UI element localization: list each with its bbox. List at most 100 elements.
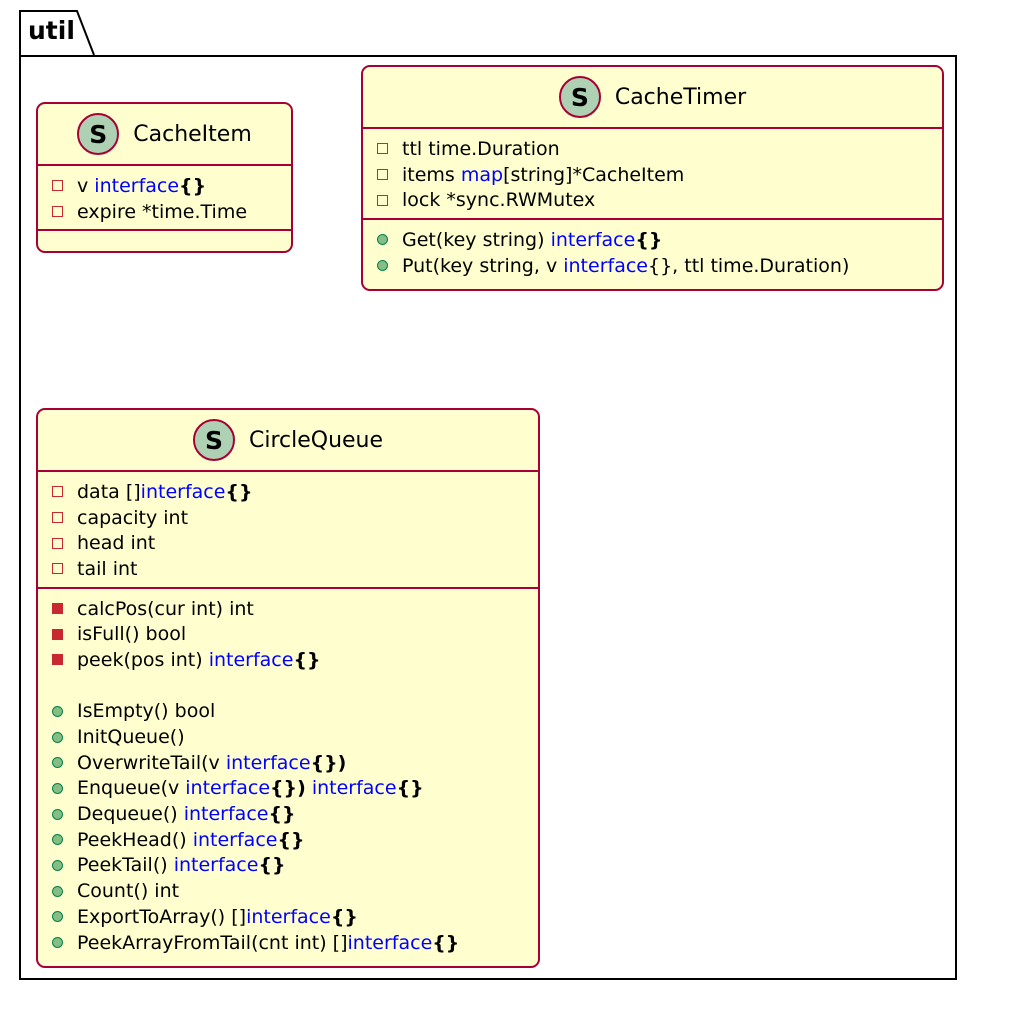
member-text: Enqueue(v bbox=[77, 777, 186, 800]
member-text: {} bbox=[277, 828, 305, 851]
member-text: {} bbox=[330, 905, 358, 928]
member-text: PeekTail() bbox=[77, 854, 174, 877]
member-text: items bbox=[402, 163, 461, 186]
methods-section bbox=[38, 231, 291, 243]
method-row: isFull() bool bbox=[52, 621, 538, 647]
member-text: calcPos(cur int) int bbox=[77, 597, 254, 620]
member-text: Count() int bbox=[77, 880, 180, 903]
field-row: tail int bbox=[52, 556, 538, 582]
keyword-text: interface bbox=[192, 828, 278, 851]
private-method-icon bbox=[52, 628, 63, 640]
class-circlequeue[interactable]: S CircleQueue data []interface{}capacity… bbox=[36, 408, 540, 968]
member-text: {} bbox=[225, 480, 253, 503]
package-frame bbox=[19, 55, 957, 980]
private-field-icon bbox=[377, 143, 388, 155]
member-text: OverwriteTail(v bbox=[77, 751, 226, 774]
member-text: head int bbox=[77, 532, 156, 555]
field-row: lock *sync.RWMutex bbox=[377, 187, 942, 213]
private-field-icon bbox=[52, 512, 63, 524]
package-name: util bbox=[28, 16, 75, 45]
member-text: lock *sync.RWMutex bbox=[402, 189, 596, 212]
stereotype-circle: S bbox=[558, 76, 601, 118]
member-text: peek(pos int) bbox=[77, 648, 209, 671]
keyword-text: interface bbox=[246, 905, 331, 928]
member-text: data [] bbox=[77, 480, 141, 503]
member-text: ttl time.Duration bbox=[402, 137, 560, 160]
member-text: capacity int bbox=[77, 506, 189, 529]
member-text: isFull() bool bbox=[77, 623, 187, 646]
member-text: [string]*CacheItem bbox=[503, 163, 685, 186]
member-text: Get(key string) bbox=[402, 228, 551, 251]
private-field-icon bbox=[52, 563, 63, 575]
private-method-icon bbox=[52, 654, 63, 666]
member-text: {}) bbox=[270, 777, 306, 800]
method-row: Get(key string) interface{} bbox=[377, 227, 942, 253]
package-tab-outline bbox=[19, 10, 95, 56]
member-text: PeekHead() bbox=[77, 828, 193, 851]
stereotype-circle: S bbox=[77, 113, 120, 155]
method-row: PeekHead() interface{} bbox=[52, 827, 538, 853]
keyword-text: interface bbox=[208, 648, 294, 671]
method-row: Count() int bbox=[52, 878, 538, 904]
method-row: Enqueue(v interface{}) interface{} bbox=[52, 776, 538, 802]
member-text: {} bbox=[396, 777, 424, 800]
member-text: {} bbox=[635, 228, 663, 251]
member-text: Put(key string, v bbox=[402, 254, 564, 277]
keyword-text: map bbox=[460, 163, 504, 186]
private-field-icon bbox=[52, 486, 63, 498]
public-visibility-icon bbox=[52, 911, 63, 923]
public-visibility-icon bbox=[377, 234, 388, 246]
keyword-text: interface bbox=[173, 854, 259, 877]
private-field-icon bbox=[377, 169, 388, 181]
keyword-text: interface bbox=[94, 174, 180, 197]
member-text: v bbox=[77, 174, 95, 197]
fields-section: v interface{}expire *time.Time bbox=[38, 166, 291, 232]
stereotype-circle: S bbox=[192, 419, 235, 461]
member-text: {} bbox=[293, 648, 321, 671]
class-header: S CacheTimer bbox=[363, 67, 942, 129]
method-row: IsEmpty() bool bbox=[52, 699, 538, 725]
member-text: InitQueue() bbox=[77, 726, 185, 749]
keyword-text: interface bbox=[550, 228, 636, 251]
public-visibility-icon bbox=[52, 808, 63, 820]
member-text: {}, ttl time.Duration) bbox=[647, 254, 850, 277]
keyword-text: interface bbox=[311, 777, 397, 800]
class-name: CircleQueue bbox=[248, 427, 384, 453]
class-header: S CircleQueue bbox=[38, 410, 538, 472]
field-row: capacity int bbox=[52, 505, 538, 531]
field-row: ttl time.Duration bbox=[377, 136, 942, 162]
public-visibility-icon bbox=[377, 260, 388, 272]
public-visibility-icon bbox=[52, 885, 63, 897]
member-text: expire *time.Time bbox=[77, 200, 248, 223]
methods-section: Get(key string) interface{}Put(key strin… bbox=[363, 220, 942, 283]
method-row: PeekTail() interface{} bbox=[52, 853, 538, 879]
member-text: {}) bbox=[310, 751, 347, 774]
method-row: PeekArrayFromTail(cnt int) []interface{} bbox=[52, 930, 538, 956]
field-row: items map[string]*CacheItem bbox=[377, 162, 942, 188]
field-row: head int bbox=[52, 530, 538, 556]
method-row: peek(pos int) interface{} bbox=[52, 647, 538, 673]
member-text: tail int bbox=[77, 557, 138, 580]
keyword-text: interface bbox=[183, 803, 269, 826]
member-text: {} bbox=[432, 931, 460, 954]
member-text: IsEmpty() bool bbox=[77, 700, 216, 723]
private-field-icon bbox=[377, 194, 388, 206]
method-row: OverwriteTail(v interface{}) bbox=[52, 750, 538, 776]
field-row: data []interface{} bbox=[52, 479, 538, 505]
method-row: calcPos(cur int) int bbox=[52, 596, 538, 622]
method-row: ExportToArray() []interface{} bbox=[52, 904, 538, 930]
member-text: PeekArrayFromTail(cnt int) [] bbox=[77, 931, 348, 954]
public-visibility-icon bbox=[52, 782, 63, 794]
public-visibility-icon bbox=[52, 757, 63, 769]
keyword-text: interface bbox=[185, 777, 271, 800]
member-text: {} bbox=[268, 803, 296, 826]
class-cacheitem[interactable]: S CacheItem v interface{}expire *time.Ti… bbox=[36, 102, 293, 253]
public-visibility-icon bbox=[52, 705, 63, 717]
public-visibility-icon bbox=[52, 859, 63, 871]
private-method-icon bbox=[52, 603, 63, 615]
keyword-text: interface bbox=[225, 751, 311, 774]
